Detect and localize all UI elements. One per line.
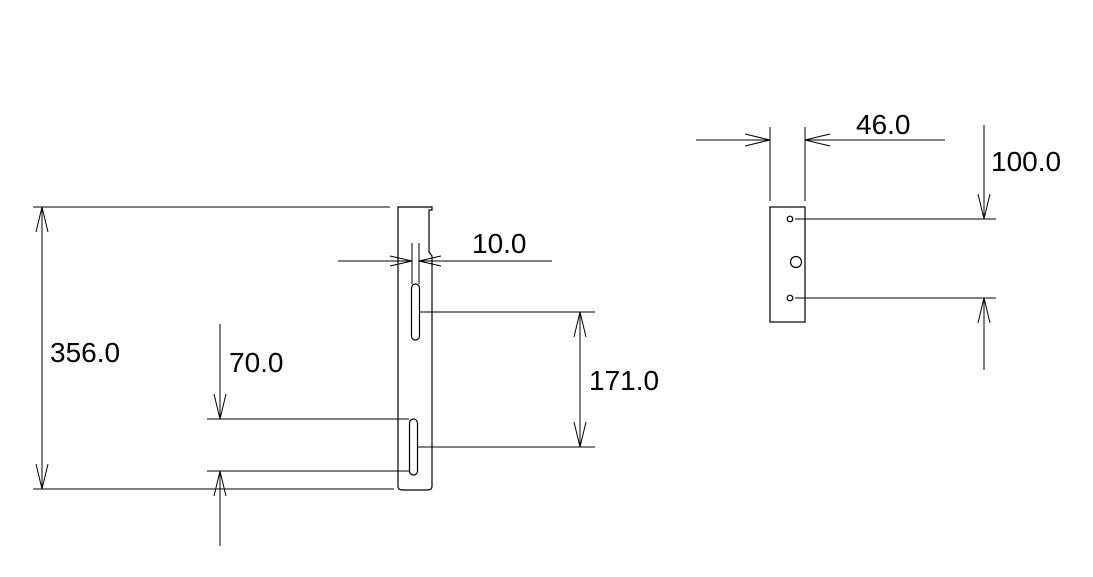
slot-spacing-label: 171.0 (589, 365, 659, 396)
dim-bottom-offset: 70.0 (207, 324, 409, 546)
side-view (397, 206, 433, 491)
thickness-label: 46.0 (856, 109, 911, 140)
center-hole (789, 255, 803, 269)
bottom-hole (786, 294, 794, 302)
dim-slot-width: 10.0 (338, 228, 552, 284)
upper-slot (410, 283, 421, 341)
dim-slot-spacing: 171.0 (418, 311, 659, 448)
dim-thickness: 46.0 (696, 109, 945, 201)
overall-height-label: 356.0 (50, 337, 120, 368)
top-hole (786, 215, 794, 223)
slot-width-label: 10.0 (472, 228, 527, 259)
bottom-offset-label: 70.0 (229, 347, 284, 378)
hole-spacing-label: 100.0 (991, 146, 1061, 177)
front-view (769, 206, 806, 323)
dim-hole-spacing: 100.0 (795, 125, 1061, 370)
lower-slot (408, 418, 419, 476)
dim-overall-height: 356.0 (33, 206, 394, 490)
